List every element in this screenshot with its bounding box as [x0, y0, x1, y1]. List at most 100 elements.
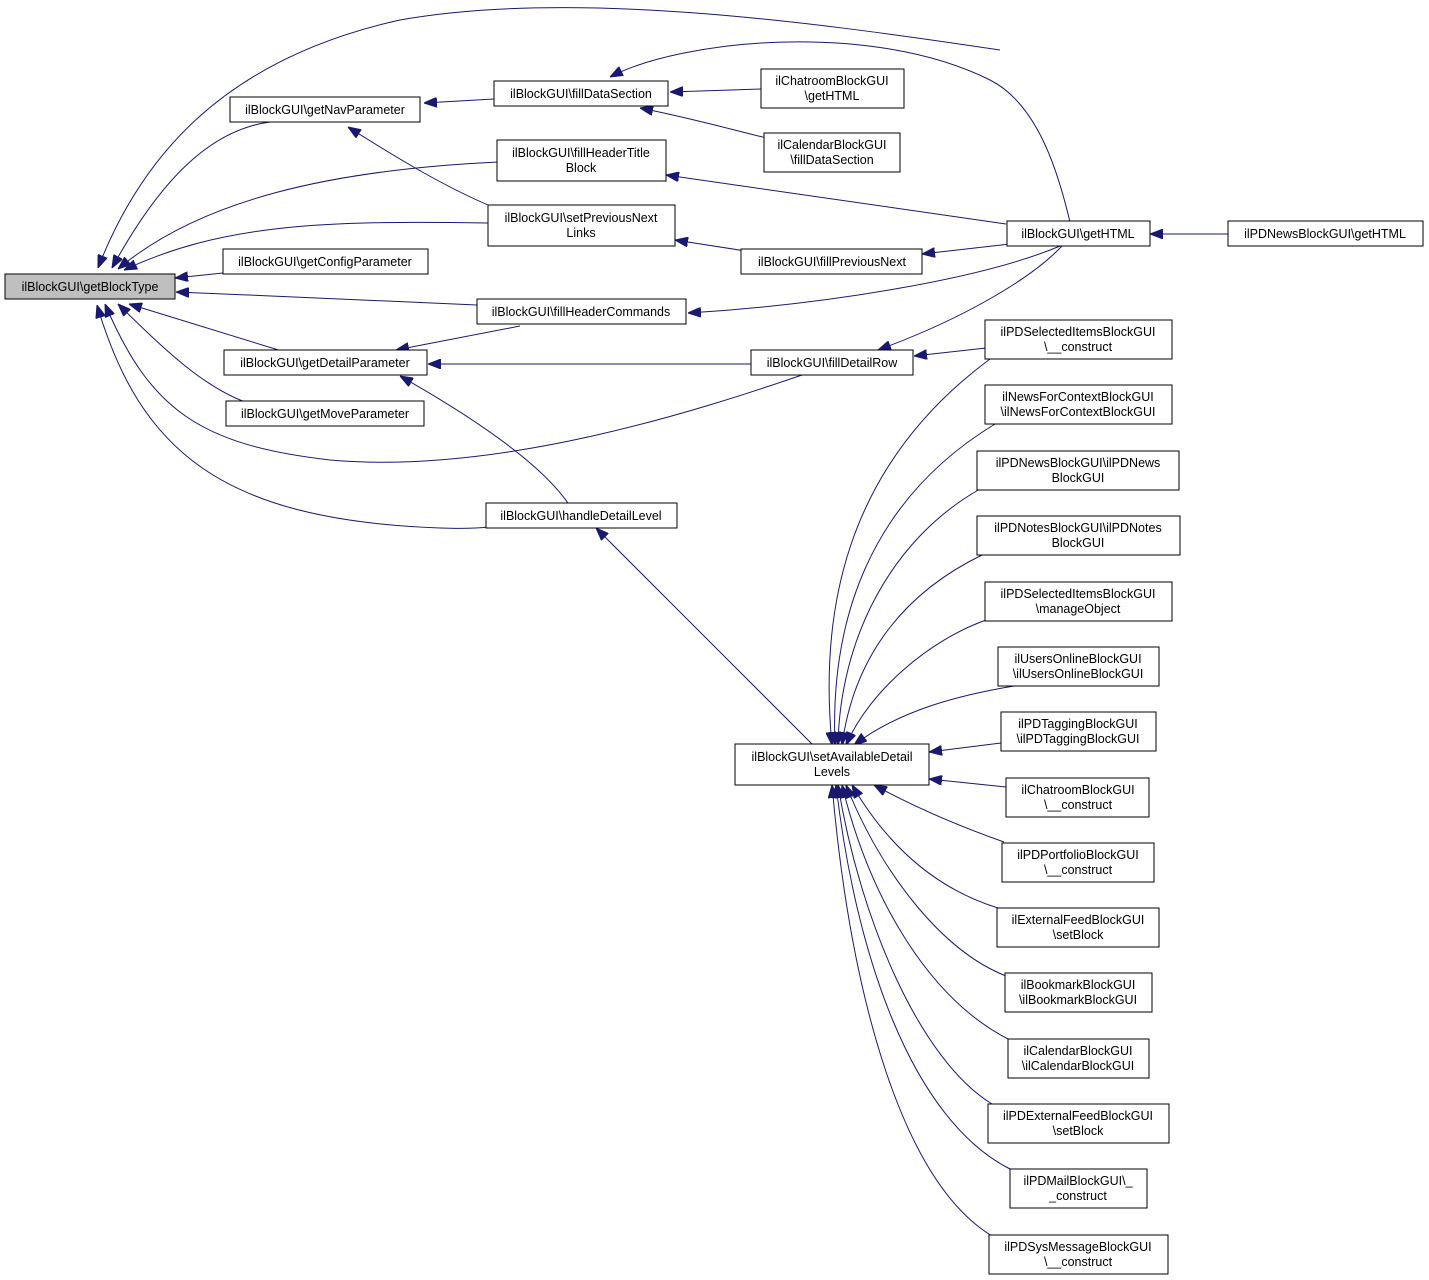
node-fillDetailRow[interactable]: ilBlockGUI\fillDetailRow	[750, 349, 914, 376]
node-label-line1: ilUsersOnlineBlockGUI	[1014, 652, 1141, 666]
node-pdSelectedManage[interactable]: ilPDSelectedItemsBlockGUI \manageObject	[984, 581, 1173, 622]
edge-getMoveParameter	[118, 304, 246, 403]
edge-getHTML-fillDetailRow	[878, 245, 1063, 350]
edge-sadl-pdNewsCtor	[838, 488, 981, 745]
node-bookmark[interactable]: ilBookmarkBlockGUI \ilBookmarkBlockGUI	[1004, 972, 1153, 1013]
node-label: ilBlockGUI\getBlockType	[22, 280, 159, 294]
node-label-line1: ilPDNewsBlockGUI\ilPDNews	[996, 456, 1161, 470]
node-label: ilBlockGUI\fillDataSection	[510, 87, 652, 101]
node-label-line1: ilChatroomBlockGUI	[775, 74, 888, 88]
node-label-line2: Levels	[814, 765, 850, 779]
node-fillHeaderCommands[interactable]: ilBlockGUI\fillHeaderCommands	[476, 298, 687, 325]
node-label-line1: ilCalendarBlockGUI	[1023, 1044, 1132, 1058]
node-pdMail[interactable]: ilPDMailBlockGUI\_ _construct	[1009, 1168, 1148, 1209]
node-fillPreviousNext[interactable]: ilBlockGUI\fillPreviousNext	[740, 248, 923, 275]
edge-handleDetailLevel	[97, 305, 489, 529]
node-label-line1: ilPDSelectedItemsBlockGUI	[1001, 587, 1156, 601]
node-label: ilBlockGUI\getMoveParameter	[241, 407, 409, 421]
node-pdNewsGetHTML[interactable]: ilPDNewsBlockGUI\getHTML	[1227, 220, 1424, 247]
node-pdNewsCtor[interactable]: ilPDNewsBlockGUI\ilPDNews BlockGUI	[976, 450, 1180, 491]
edge-sadl-pdSysMessage	[832, 785, 993, 1237]
edge-getHTML-top	[98, 7, 1001, 268]
node-getBlockType[interactable]: ilBlockGUI\getBlockType	[4, 273, 176, 300]
edge-setPreviousNextLinks	[124, 221, 489, 270]
node-label-line2: \__construct	[1044, 798, 1113, 812]
edge-sadl-chatroomConstruct	[929, 779, 1007, 788]
edge-sadl-pdExternalFeed	[838, 785, 993, 1105]
node-handleDetailLevel[interactable]: ilBlockGUI\handleDetailLevel	[485, 502, 678, 529]
node-label-line1: ilPDExternalFeedBlockGUI	[1003, 1109, 1153, 1123]
node-label-line1: ilBookmarkBlockGUI	[1021, 978, 1136, 992]
edge-sadl-usersOnline	[854, 685, 1015, 745]
node-label-line2: \manageObject	[1036, 602, 1121, 616]
node-label-line2: \setBlock	[1053, 1124, 1104, 1138]
node-label-line2: \__construct	[1044, 1255, 1113, 1269]
node-label-line2: \ilNewsForContextBlockGUI	[1001, 405, 1156, 419]
edge-calendarFillData	[640, 108, 776, 141]
node-newsForContext[interactable]: ilNewsForContextBlockGUI \ilNewsForConte…	[984, 384, 1173, 425]
node-chatroomGetHTML[interactable]: ilChatroomBlockGUI \getHTML	[760, 68, 905, 109]
node-pdExternalFeed[interactable]: ilPDExternalFeedBlockGUI \setBlock	[987, 1103, 1170, 1144]
edge-sadl-pdPortfolio	[874, 785, 1005, 843]
node-fillHeaderTitleBlock[interactable]: ilBlockGUI\fillHeaderTitle Block	[496, 139, 667, 182]
edge-sadl-pdMail	[836, 785, 1013, 1171]
node-label-line1: ilPDMailBlockGUI\_	[1023, 1174, 1133, 1188]
node-fillDataSection[interactable]: ilBlockGUI\fillDataSection	[493, 80, 669, 107]
node-getNavParameter[interactable]: ilBlockGUI\getNavParameter	[229, 96, 421, 123]
node-label-line2: Links	[566, 226, 595, 240]
node-getMoveParameter[interactable]: ilBlockGUI\getMoveParameter	[225, 400, 425, 427]
edge-sadl-externalFeed	[852, 785, 999, 909]
node-getConfigParameter[interactable]: ilBlockGUI\getConfigParameter	[222, 248, 429, 275]
edge-fillHeaderTitleBlock	[118, 161, 499, 269]
node-pdSysMessage[interactable]: ilPDSysMessageBlockGUI \__construct	[988, 1234, 1169, 1275]
node-label-line1: ilBlockGUI\setPreviousNext	[505, 211, 658, 225]
edge-sadl-newsForContext	[835, 423, 996, 745]
node-calendarFillData[interactable]: ilCalendarBlockGUI \fillDataSection	[763, 132, 901, 173]
edge-getNavParameter	[112, 121, 271, 268]
node-label-line2: BlockGUI	[1052, 471, 1105, 485]
edge-setPrevNextLinks-nav	[348, 127, 501, 211]
edge-sadl-bookmark	[846, 785, 1007, 977]
edge-getHTML-headercmds	[688, 245, 1061, 313]
edge-sadl-pdNotesCtor	[842, 554, 983, 745]
node-pdSelectedConstruct[interactable]: ilPDSelectedItemsBlockGUI \__construct	[984, 319, 1173, 360]
node-pdNotesCtor[interactable]: ilPDNotesBlockGUI\ilPDNotes BlockGUI	[976, 515, 1181, 556]
node-label: ilBlockGUI\getHTML	[1021, 227, 1134, 241]
edge-pdSelected-fillDetailRow	[914, 347, 987, 356]
edge-setAvailable-handle	[596, 528, 813, 745]
node-label-line2: \__construct	[1044, 340, 1113, 354]
node-label-line2: \ilCalendarBlockGUI	[1022, 1059, 1135, 1073]
node-setPreviousNextLinks[interactable]: ilBlockGUI\setPreviousNext Links	[487, 204, 676, 247]
edge-getHTML-fillPrevNext	[922, 243, 1011, 254]
edge-getHTML-fillData	[610, 41, 1071, 223]
node-label: ilBlockGUI\fillDetailRow	[767, 356, 899, 370]
call-edges	[97, 7, 1228, 1237]
node-usersOnline[interactable]: ilUsersOnlineBlockGUI \ilUsersOnlineBloc…	[997, 646, 1160, 687]
edge-headercmds-detail	[396, 325, 521, 350]
edge-chatroomGetHTML	[670, 89, 762, 92]
node-externalFeed[interactable]: ilExternalFeedBlockGUI \setBlock	[996, 907, 1160, 948]
node-chatroomConstruct[interactable]: ilChatroomBlockGUI \__construct	[1005, 777, 1150, 818]
edge-getConfigParameter	[175, 273, 224, 278]
edge-getHTML-titleblock	[666, 175, 1007, 225]
node-label-line2: \ilPDTaggingBlockGUI	[1017, 732, 1140, 746]
node-label-line2: \setBlock	[1053, 928, 1104, 942]
node-label-line1: ilBlockGUI\fillHeaderTitle	[512, 146, 650, 160]
node-getHTML[interactable]: ilBlockGUI\getHTML	[1006, 220, 1151, 247]
edge-sadl-pdSelectedManage	[846, 619, 987, 745]
edge-fillHeaderCommands	[176, 292, 478, 306]
edge-sadl-pdTagging	[929, 742, 1002, 752]
node-label-line1: ilPDNotesBlockGUI\ilPDNotes	[994, 521, 1161, 535]
node-getDetailParameter[interactable]: ilBlockGUI\getDetailParameter	[223, 349, 428, 376]
node-pdTagging[interactable]: ilPDTaggingBlockGUI \ilPDTaggingBlockGUI	[1000, 711, 1157, 752]
node-label-line2: _construct	[1048, 1189, 1107, 1203]
node-label: ilBlockGUI\fillPreviousNext	[758, 255, 906, 269]
node-calendarCtor[interactable]: ilCalendarBlockGUI \ilCalendarBlockGUI	[1007, 1038, 1150, 1079]
node-pdPortfolio[interactable]: ilPDPortfolioBlockGUI \__construct	[1001, 842, 1155, 883]
node-label-line1: ilNewsForContextBlockGUI	[1002, 390, 1153, 404]
node-setAvailableDetailLevels[interactable]: ilBlockGUI\setAvailableDetail Levels	[734, 743, 930, 786]
node-label-line1: ilCalendarBlockGUI	[777, 138, 886, 152]
node-label-line1: ilExternalFeedBlockGUI	[1012, 913, 1145, 927]
edge-getDetailParameter	[129, 304, 286, 353]
